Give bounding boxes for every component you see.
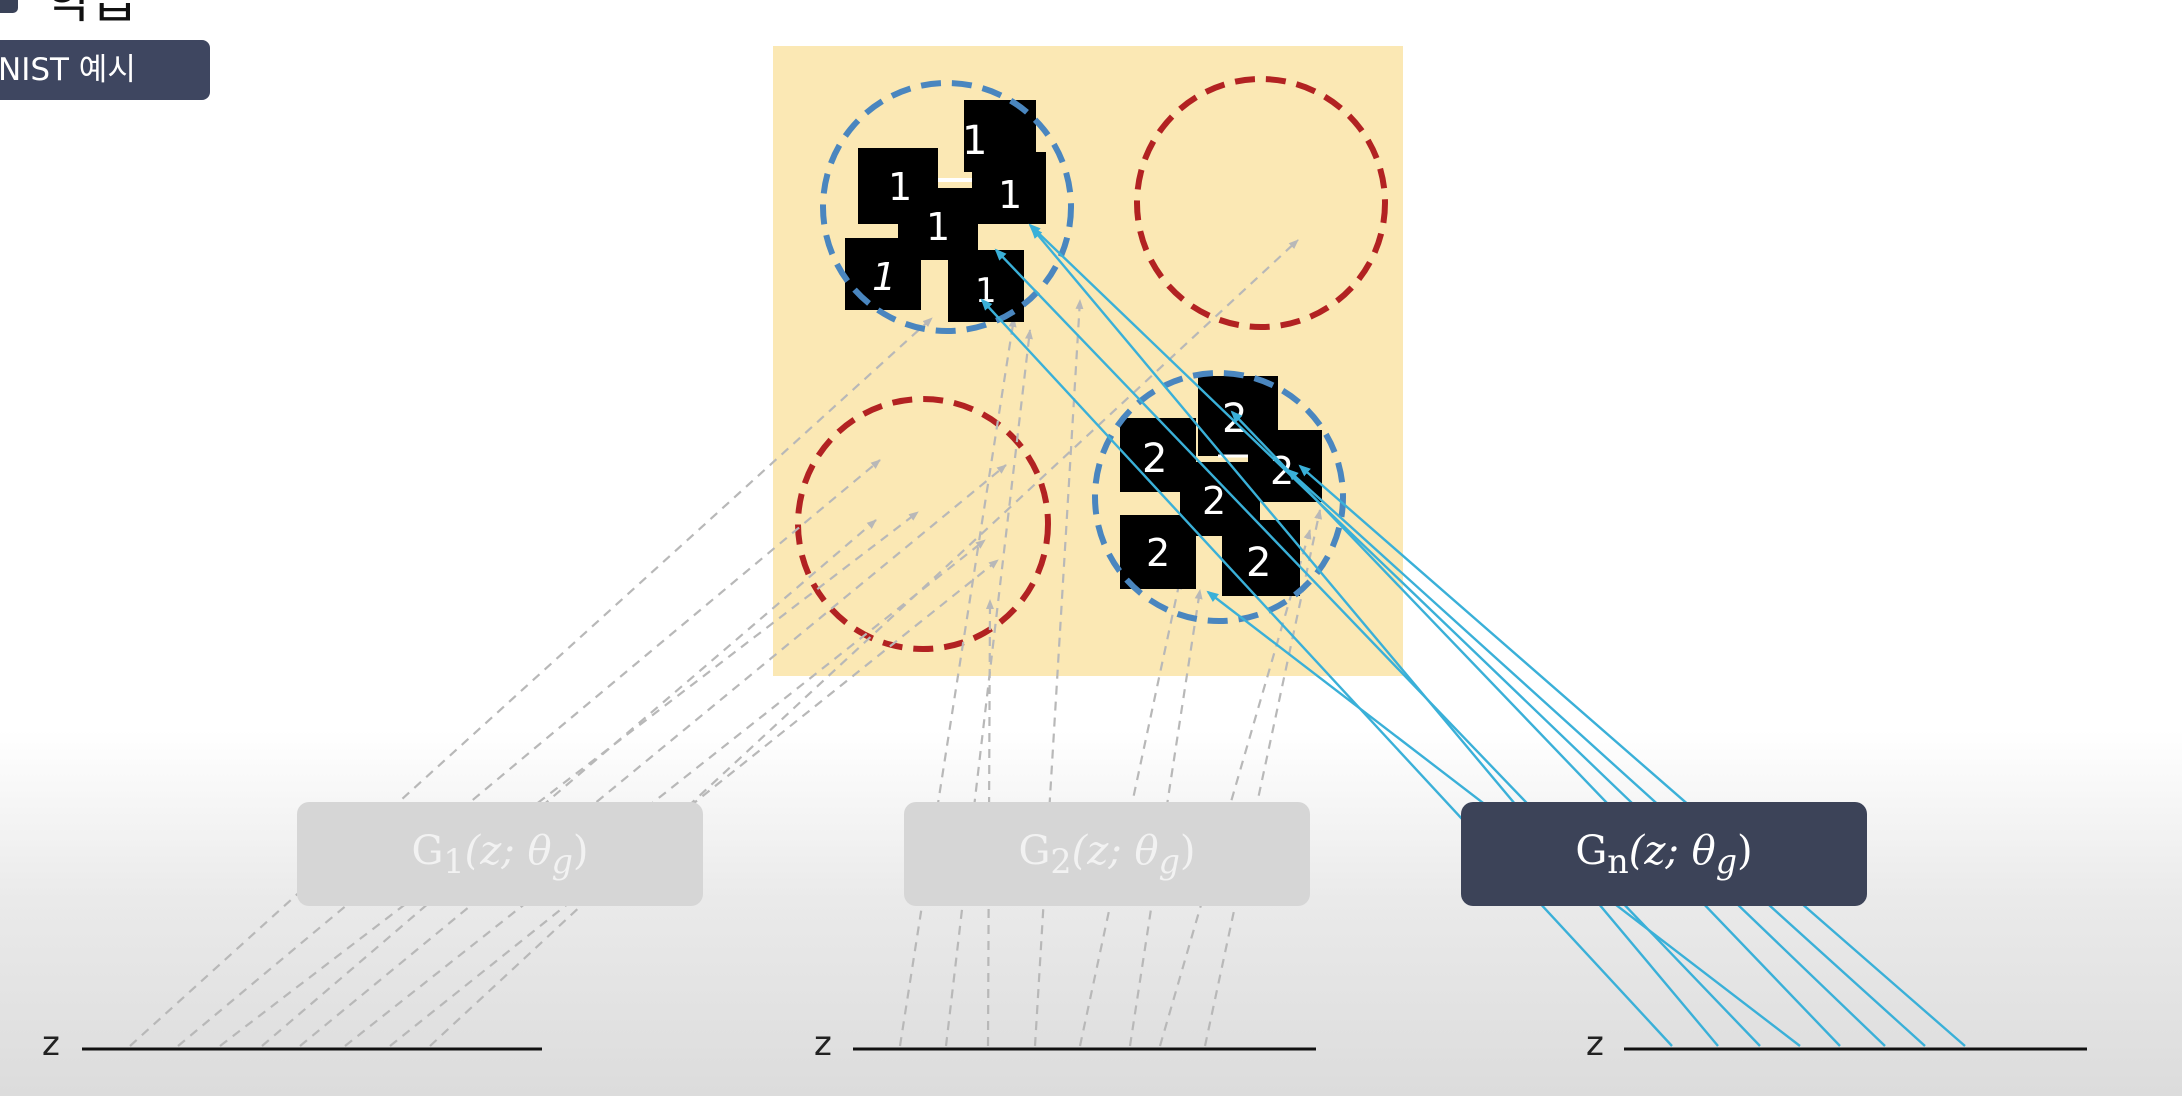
active-arrow (980, 298, 1673, 1047)
faded-arrow (261, 519, 877, 1047)
generator-2-box: G2(z; θg) (904, 802, 1310, 906)
faded-arrow (344, 539, 986, 1047)
digit-two: 2 (1142, 436, 1167, 482)
digit-one: 1 (888, 165, 912, 209)
digit-two: 2 (1246, 540, 1271, 586)
active-arrow (1298, 464, 1966, 1047)
generator-n-box: Gn(z; θg) (1461, 802, 1867, 906)
faded-arrow (429, 239, 1299, 1047)
section-title: 학습 (0, 0, 138, 29)
mode-ones-circle (820, 80, 1074, 334)
faded-arrow (985, 599, 994, 1047)
latent-label-2: z (814, 1024, 832, 1064)
generator-2-label: G2(z; θg) (1018, 827, 1196, 881)
faded-arrow (898, 317, 1017, 1047)
generator-1-label: G1(z; θg) (411, 827, 589, 881)
digit-one: 1 (872, 255, 896, 299)
latent-label-1: z (42, 1024, 60, 1064)
faded-arrow (1033, 299, 1084, 1047)
faded-arrow (1203, 509, 1323, 1047)
digit-two: 2 (1222, 396, 1247, 442)
mode-twos-circle (1092, 370, 1346, 624)
digit-two: 2 (1146, 531, 1170, 575)
faded-arrow (177, 459, 881, 1047)
title-marker (0, 0, 18, 13)
latent-label-n: z (1586, 1024, 1604, 1064)
example-badge: NIST 예시 (0, 40, 210, 100)
active-arrow (1286, 468, 1926, 1047)
faded-arrow (219, 511, 919, 1047)
digit-one: 1 (926, 205, 950, 249)
active-arrow (994, 248, 1761, 1047)
empty-mode-bottom-left (795, 396, 1051, 652)
generator-1-box: G1(z; θg) (297, 802, 703, 906)
digit-one: 1 (998, 173, 1022, 217)
active-arrow-group (980, 223, 1966, 1047)
faded-arrow (129, 317, 933, 1047)
generator-n-label: Gn(z; θg) (1575, 827, 1753, 881)
faded-arrow-group (129, 239, 1323, 1047)
empty-mode-top-right (1134, 76, 1388, 330)
faded-arrow (299, 464, 1007, 1047)
active-arrow (1030, 226, 1719, 1047)
active-arrow (1028, 223, 1886, 1047)
faded-arrow (944, 329, 1033, 1047)
digit-one: 1 (962, 118, 987, 164)
title-text: 학습 (46, 0, 138, 29)
